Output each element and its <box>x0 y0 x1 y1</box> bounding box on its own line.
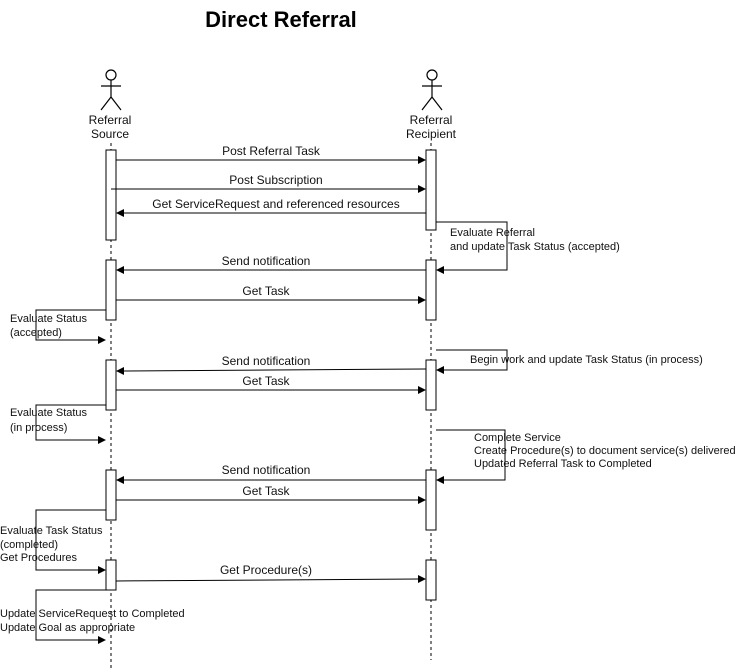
svg-text:Post Subscription: Post Subscription <box>229 173 322 187</box>
svg-text:Updated Referral Task to Compl: Updated Referral Task to Completed <box>474 458 652 470</box>
activation-box <box>105 359 117 411</box>
activation-box <box>425 559 437 601</box>
activation-box <box>105 259 117 321</box>
svg-text:(completed): (completed) <box>0 539 58 551</box>
activation-box <box>425 469 437 531</box>
svg-text:and update Task Status (accept: and update Task Status (accepted) <box>450 241 620 253</box>
message-get-task: Get Task <box>116 284 426 304</box>
svg-text:Evaluate Status: Evaluate Status <box>10 407 88 419</box>
activation-box <box>425 149 437 231</box>
note-evaluate-status-accepted: Evaluate Status (accepted) <box>10 309 106 344</box>
message-send-notification: Send notification <box>116 463 426 484</box>
svg-text:Post Referral Task: Post Referral Task <box>222 144 321 158</box>
svg-text:Update Goal as appropriate: Update Goal as appropriate <box>0 622 135 634</box>
message-get-task: Get Task <box>116 484 426 504</box>
svg-text:Get Task: Get Task <box>242 374 290 388</box>
activation-box <box>105 469 117 521</box>
svg-text:Get ServiceRequest and referen: Get ServiceRequest and referenced resour… <box>152 197 399 211</box>
svg-text:Evaluate Referral: Evaluate Referral <box>450 227 535 239</box>
message-get-procedures: Get Procedure(s) <box>115 563 426 583</box>
activation-box <box>105 559 117 591</box>
svg-text:(accepted): (accepted) <box>10 327 62 339</box>
svg-text:Get Procedure(s): Get Procedure(s) <box>220 563 312 577</box>
diagram-title: Direct Referral <box>205 7 357 32</box>
actor-label: Referral <box>410 113 453 127</box>
svg-text:Get Task: Get Task <box>242 484 290 498</box>
svg-text:Create Procedure(s) to documen: Create Procedure(s) to document service(… <box>474 445 736 457</box>
stick-figure-icon <box>100 69 122 111</box>
message-send-notification: Send notification <box>116 354 427 375</box>
activation-box <box>425 259 437 321</box>
svg-text:Begin work and update Task Sta: Begin work and update Task Status (in pr… <box>470 354 703 366</box>
svg-text:Get Procedures: Get Procedures <box>0 552 78 564</box>
svg-text:Get Task: Get Task <box>242 284 290 298</box>
message-send-notification: Send notification <box>116 254 426 274</box>
message-get-task: Get Task <box>116 374 426 394</box>
activation-box <box>425 359 437 411</box>
svg-text:Send notification: Send notification <box>222 354 311 368</box>
note-begin-work: Begin work and update Task Status (in pr… <box>436 349 703 374</box>
svg-text:Send notification: Send notification <box>222 463 311 477</box>
message-post-subscription: Post Subscription <box>111 173 426 193</box>
note-evaluate-referral: Evaluate Referral and update Task Status… <box>436 221 620 274</box>
message-post-referral-task: Post Referral Task <box>116 144 426 164</box>
actor-label: Referral <box>89 113 132 127</box>
actor-label: Source <box>91 127 129 141</box>
stick-figure-icon <box>421 69 443 111</box>
activation-box <box>105 149 117 241</box>
actor-referral-recipient: Referral Recipient <box>406 69 457 141</box>
note-evaluate-status-in-process: Evaluate Status (in process) <box>10 404 106 444</box>
svg-text:Complete Service: Complete Service <box>474 432 561 444</box>
svg-text:Evaluate Task Status: Evaluate Task Status <box>0 525 103 537</box>
actor-referral-source: Referral Source <box>89 69 132 141</box>
note-complete-service: Complete Service Create Procedure(s) to … <box>436 429 736 484</box>
message-get-servicerequest: Get ServiceRequest and referenced resour… <box>116 197 426 217</box>
note-update-servicerequest: Update ServiceRequest to Completed Updat… <box>0 589 185 644</box>
svg-text:Update ServiceRequest to Compl: Update ServiceRequest to Completed <box>0 608 185 620</box>
note-evaluate-task-status-completed: Evaluate Task Status (completed) Get Pro… <box>0 509 106 574</box>
svg-text:Send notification: Send notification <box>222 254 311 268</box>
svg-text:(in process): (in process) <box>10 422 67 434</box>
svg-text:Evaluate Status: Evaluate Status <box>10 313 88 325</box>
actor-label: Recipient <box>406 127 457 141</box>
